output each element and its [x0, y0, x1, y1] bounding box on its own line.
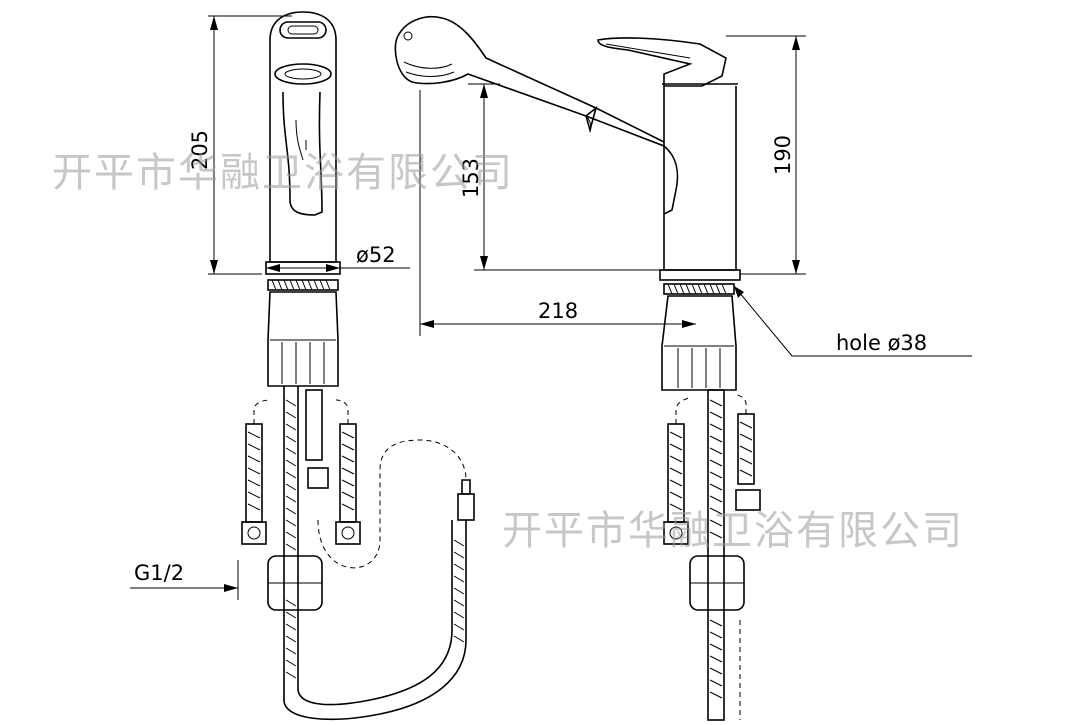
side-supply-nut-left — [663, 521, 689, 545]
dim-hole-leader — [733, 285, 972, 357]
side-supply-nut-right — [735, 489, 761, 511]
dim-190-label: 190 — [771, 135, 795, 175]
front-handle-slot — [279, 21, 327, 39]
front-supply-nut-right — [335, 521, 361, 545]
front-view: 205 ø52 G1/2 — [130, 11, 475, 721]
front-middle-hose — [305, 389, 323, 461]
side-spray-head-lower — [394, 35, 679, 215]
side-view: 153 190 218 hole ø38 — [394, 16, 972, 721]
dim-205-label: 205 — [188, 130, 212, 170]
side-mount-nut — [661, 295, 737, 391]
dim-g12-lines — [130, 560, 239, 600]
side-thread-ring — [663, 283, 735, 295]
watermark-text: 开平市华融卫浴有限公司 — [502, 508, 964, 554]
side-body — [663, 86, 737, 271]
dim-52-label: ø52 — [356, 243, 396, 267]
front-supply-nut-left — [241, 521, 267, 545]
dim-218-label: 218 — [538, 299, 578, 323]
dim-205-lines — [208, 15, 292, 275]
dim-153-label: 153 — [459, 158, 483, 198]
side-pullout-hose — [707, 389, 725, 721]
front-head — [269, 11, 337, 88]
front-aerator — [274, 63, 332, 85]
dim-218-lines — [419, 90, 696, 336]
front-dashed-leaders — [253, 399, 349, 424]
front-pullout-hose — [283, 386, 467, 721]
dim-g12-label: G1/2 — [134, 561, 184, 585]
front-thread-ring — [267, 279, 339, 291]
side-dashed-leaders — [675, 393, 747, 720]
front-dashed-route — [317, 439, 467, 569]
front-spout-outline — [282, 91, 323, 216]
front-mount-nut — [267, 291, 339, 387]
front-middle-fitting — [307, 467, 329, 489]
dim-190-lines — [726, 35, 806, 275]
watermark-text: 开平市华融卫浴有限公司 — [52, 150, 514, 196]
front-quick-connector — [457, 493, 475, 521]
side-spray-head-upper — [397, 16, 665, 143]
dim-hole-label: hole ø38 — [836, 331, 927, 355]
side-base-ring — [659, 269, 741, 281]
side-lever-handle — [597, 37, 727, 87]
